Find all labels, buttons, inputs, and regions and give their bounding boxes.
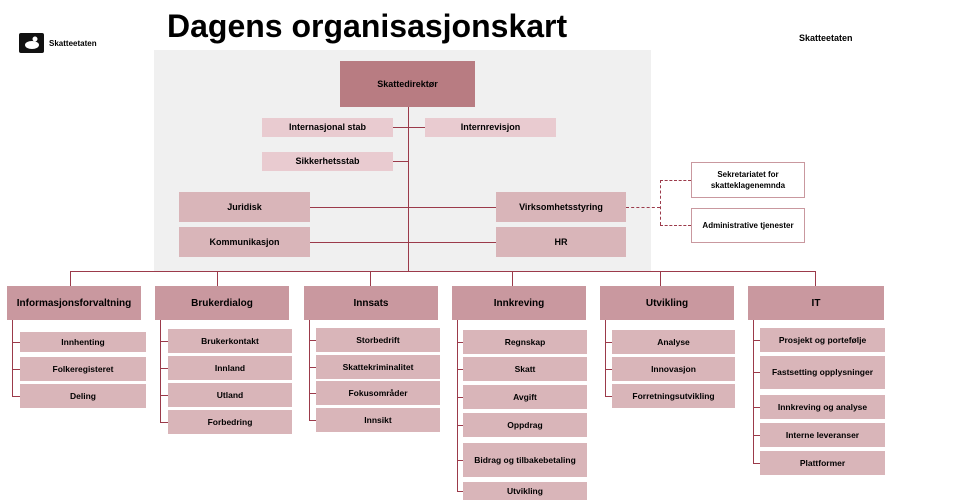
connector-line bbox=[309, 320, 310, 420]
logo: Skatteetaten bbox=[19, 33, 97, 53]
connector-line bbox=[753, 463, 760, 464]
unit-box[interactable]: Bidrag og tilbakebetaling bbox=[463, 443, 587, 477]
unit-box[interactable]: Avgift bbox=[463, 385, 587, 409]
connector-line bbox=[457, 397, 463, 398]
division-box-informasjonsforvaltning[interactable]: Informasjonsforvaltning bbox=[7, 286, 141, 320]
connector-line bbox=[160, 395, 168, 396]
connector-line bbox=[160, 368, 168, 369]
unit-box[interactable]: Deling bbox=[20, 384, 146, 408]
connector-line bbox=[605, 396, 612, 397]
connector-line bbox=[309, 367, 316, 368]
sikkerhetsstab-box[interactable]: Sikkerhetsstab bbox=[262, 152, 393, 171]
division-box-it[interactable]: IT bbox=[748, 286, 884, 320]
dashed-connector bbox=[660, 180, 661, 225]
connector-line bbox=[160, 320, 161, 422]
connector-line bbox=[605, 320, 606, 396]
connector-line bbox=[217, 271, 218, 286]
unit-box[interactable]: Forretningsutvikling bbox=[612, 384, 735, 408]
connector-line bbox=[309, 393, 316, 394]
unit-box[interactable]: Oppdrag bbox=[463, 413, 587, 437]
unit-box[interactable]: Fokusområder bbox=[316, 381, 440, 405]
unit-box[interactable]: Storbedrift bbox=[316, 328, 440, 352]
connector-line bbox=[457, 425, 463, 426]
division-box-innkreving[interactable]: Innkreving bbox=[452, 286, 586, 320]
kommunikasjon-box[interactable]: Kommunikasjon bbox=[179, 227, 310, 257]
connector-line bbox=[12, 369, 20, 370]
unit-box[interactable]: Fastsetting opplysninger bbox=[760, 356, 885, 389]
unit-box[interactable]: Analyse bbox=[612, 330, 735, 354]
division-bus-line bbox=[70, 271, 815, 272]
connector-line bbox=[815, 271, 816, 286]
connector-line bbox=[753, 320, 754, 464]
connector-line bbox=[457, 460, 463, 461]
connector-line bbox=[310, 207, 496, 208]
connector-line bbox=[393, 127, 425, 128]
connector-line bbox=[160, 422, 168, 423]
unit-box[interactable]: Prosjekt og portefølje bbox=[760, 328, 885, 352]
connector-line bbox=[753, 435, 760, 436]
dashed-connector bbox=[660, 180, 691, 181]
hr-box[interactable]: HR bbox=[496, 227, 626, 257]
connector-line bbox=[408, 107, 409, 271]
connector-line bbox=[753, 407, 760, 408]
unit-box[interactable]: Utvikling bbox=[463, 482, 587, 500]
connector-line bbox=[310, 242, 496, 243]
connector-line bbox=[457, 491, 463, 492]
connector-line bbox=[160, 341, 168, 342]
virksomhetsstyring-box[interactable]: Virksomhetsstyring bbox=[496, 192, 626, 222]
connector-line bbox=[605, 342, 612, 343]
header-right-text: Skatteetaten bbox=[799, 33, 853, 43]
dashed-connector bbox=[660, 225, 691, 226]
connector-line bbox=[457, 369, 463, 370]
connector-line bbox=[309, 420, 316, 421]
connector-line bbox=[70, 271, 71, 286]
connector-line bbox=[753, 372, 760, 373]
logo-text: Skatteetaten bbox=[49, 38, 97, 48]
unit-box[interactable]: Innsikt bbox=[316, 408, 440, 432]
connector-line bbox=[12, 396, 20, 397]
connector-line bbox=[457, 320, 458, 492]
connector-line bbox=[605, 369, 612, 370]
connector-line bbox=[309, 340, 316, 341]
sekretariatet-box[interactable]: Sekretariatet for skatteklagenemnda bbox=[691, 162, 805, 198]
division-box-utvikling[interactable]: Utvikling bbox=[600, 286, 734, 320]
connector-line bbox=[393, 161, 408, 162]
unit-box[interactable]: Innovasjon bbox=[612, 357, 735, 381]
page-title: Dagens organisasjonskart bbox=[167, 8, 568, 44]
division-box-brukerdialog[interactable]: Brukerdialog bbox=[155, 286, 289, 320]
unit-box[interactable]: Innland bbox=[168, 356, 292, 380]
connector-line bbox=[370, 271, 371, 286]
unit-box[interactable]: Folkeregisteret bbox=[20, 357, 146, 381]
administrative-tjenester-box[interactable]: Administrative tjenester bbox=[691, 208, 805, 243]
unit-box[interactable]: Regnskap bbox=[463, 330, 587, 354]
division-box-innsats[interactable]: Innsats bbox=[304, 286, 438, 320]
skattedirektor-box[interactable]: Skattedirektør bbox=[340, 61, 475, 107]
connector-line bbox=[753, 340, 760, 341]
connector-line bbox=[12, 320, 13, 396]
unit-box[interactable]: Innkreving og analyse bbox=[760, 395, 885, 419]
connector-line bbox=[512, 271, 513, 286]
unit-box[interactable]: Forbedring bbox=[168, 410, 292, 434]
dashed-connector bbox=[626, 207, 660, 208]
unit-box[interactable]: Plattformer bbox=[760, 451, 885, 475]
internrevisjon-box[interactable]: Internrevisjon bbox=[425, 118, 556, 137]
unit-box[interactable]: Interne leveranser bbox=[760, 423, 885, 447]
connector-line bbox=[660, 271, 661, 286]
connector-line bbox=[457, 342, 463, 343]
juridisk-box[interactable]: Juridisk bbox=[179, 192, 310, 222]
unit-box[interactable]: Brukerkontakt bbox=[168, 329, 292, 353]
unit-box[interactable]: Skattekriminalitet bbox=[316, 355, 440, 379]
internasjonal-stab-box[interactable]: Internasjonal stab bbox=[262, 118, 393, 137]
connector-line bbox=[12, 342, 20, 343]
unit-box[interactable]: Innhenting bbox=[20, 332, 146, 352]
unit-box[interactable]: Skatt bbox=[463, 357, 587, 381]
logo-icon bbox=[19, 33, 44, 53]
unit-box[interactable]: Utland bbox=[168, 383, 292, 407]
